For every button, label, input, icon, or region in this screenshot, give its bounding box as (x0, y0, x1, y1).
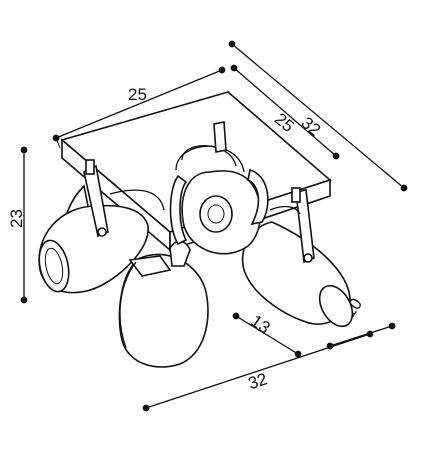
dimension-height: 23 (7, 146, 28, 304)
label-height: 23 (7, 209, 26, 228)
dimension-top-width: 25 (52, 66, 226, 149)
spot-left (38, 164, 165, 294)
dimension-spot-length: 13 (232, 311, 302, 358)
mount-rods (85, 159, 301, 203)
spot-front (118, 240, 209, 368)
dimension-base-width: 32 (142, 330, 374, 412)
spot-right (241, 189, 354, 328)
label-top-width: 25 (128, 85, 147, 104)
spot-top-center (169, 121, 269, 255)
label-base-width: 32 (246, 369, 270, 393)
label-spot-length: 13 (247, 311, 273, 337)
